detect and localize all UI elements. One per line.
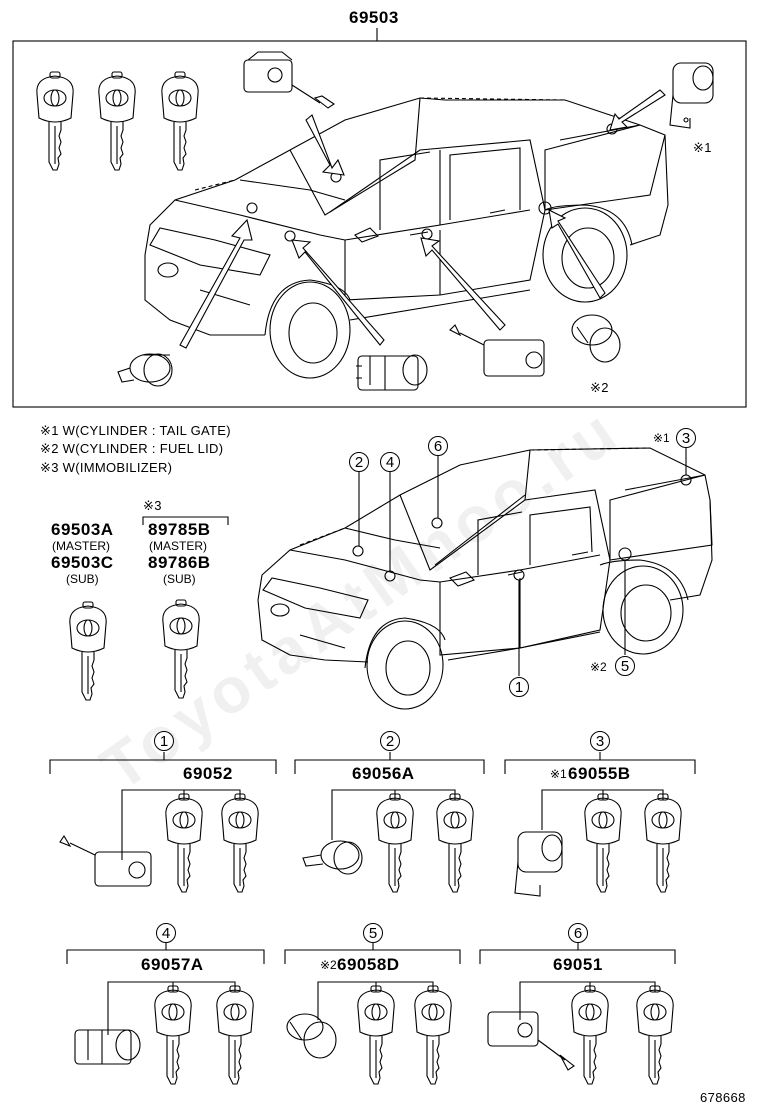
group-6-part: 69051 [553, 955, 603, 974]
callout-5: 5 [615, 656, 635, 676]
key-icon [436, 793, 474, 893]
group-4-number: 4 [156, 923, 176, 943]
fuel-mark: ※2 [590, 380, 609, 395]
key-icon [216, 985, 254, 1085]
group-1-number: 1 [154, 731, 174, 751]
callout-3: 3 [676, 428, 696, 448]
key-icon [162, 599, 200, 699]
group-1-part: 69052 [183, 764, 233, 783]
key-icon [161, 71, 199, 171]
top-arrows [179, 89, 666, 349]
note-3: ※3 W(IMMOBILIZER) [40, 460, 173, 475]
note-2: ※2 W(CYLINDER : FUEL LID) [40, 441, 224, 456]
top-truck [144, 97, 669, 379]
mid-truck [257, 447, 713, 710]
mid-keys [69, 599, 200, 701]
main-part-number: 69503 [349, 8, 399, 27]
figure-id: 678668 [700, 1090, 746, 1105]
key-code-sub: 69503C [51, 553, 114, 572]
group-5-part: 69058D [337, 955, 400, 974]
group-2-number: 2 [380, 731, 400, 751]
note-1: ※1 W(CYLINDER : TAIL GATE) [40, 423, 231, 438]
key-icon [69, 601, 107, 701]
group-3-mark: ※1 [550, 767, 567, 781]
key-icon [221, 793, 259, 893]
key-icon [154, 985, 192, 1085]
immobilizer-mark: ※3 [143, 498, 162, 513]
key-code-immob-master: 89785B [148, 520, 211, 539]
key-icon [636, 985, 674, 1085]
tailgate-mark: ※1 [693, 140, 712, 155]
key-role-sub: (SUB) [66, 572, 99, 586]
key-icon [414, 985, 452, 1085]
group-4-part: 69057A [141, 955, 204, 974]
key-icon [98, 71, 136, 171]
group-parts [59, 831, 575, 1071]
key-icon [644, 793, 682, 893]
key-icon [571, 985, 609, 1085]
top-keys [36, 71, 199, 171]
key-icon [376, 793, 414, 893]
group-6-number: 6 [568, 923, 588, 943]
key-icon [357, 985, 395, 1085]
group-5-mark: ※2 [320, 958, 337, 972]
callout-5-mark: ※2 [590, 660, 607, 674]
group-2-part: 69056A [352, 764, 415, 783]
key-icon [584, 793, 622, 893]
group-3-number: 3 [590, 731, 610, 751]
callout-2: 2 [349, 452, 369, 472]
key-code-master: 69503A [51, 520, 114, 539]
callout-4: 4 [380, 452, 400, 472]
top-parts [117, 51, 714, 391]
group-5-number: 5 [363, 923, 383, 943]
callout-3-mark: ※1 [653, 431, 670, 445]
key-icon [36, 71, 74, 171]
key-role-master: (MASTER) [52, 539, 110, 553]
key-icon [165, 793, 203, 893]
key-code-immob-sub: 89786B [148, 553, 211, 572]
callout-6: 6 [428, 436, 448, 456]
group-keys [154, 793, 682, 1085]
callout-leaders [358, 448, 687, 676]
group-brackets [49, 752, 696, 1035]
callout-1: 1 [509, 677, 529, 697]
key-role-immob-master: (MASTER) [149, 539, 207, 553]
group-3-part: 69055B [568, 764, 631, 783]
key-role-immob-sub: (SUB) [163, 572, 196, 586]
